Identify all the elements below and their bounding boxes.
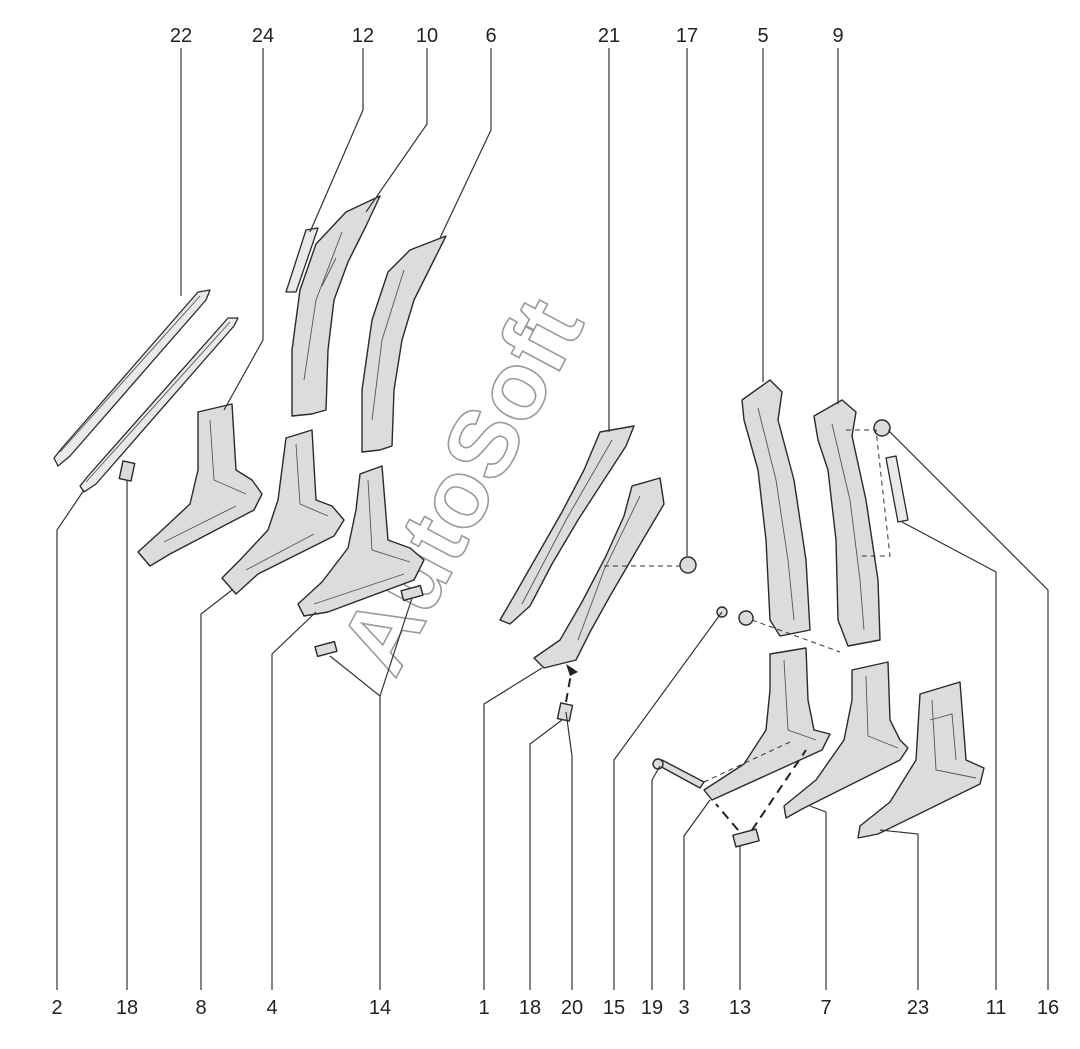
callout-18-left: 18 xyxy=(116,997,138,1019)
part-13-clip xyxy=(732,828,760,848)
part-4-lower-trim xyxy=(297,465,425,617)
callout-8: 8 xyxy=(195,997,206,1019)
part-16-clip xyxy=(873,419,891,437)
guide-16 xyxy=(846,429,891,557)
part-22-strip xyxy=(53,289,211,467)
part-6-pillar-trim xyxy=(361,235,447,453)
callout-7: 7 xyxy=(820,997,831,1019)
guide-19 xyxy=(703,741,791,783)
callouts-bottom: 2 18 8 4 14 1 18 20 15 19 3 13 7 23 11 1… xyxy=(51,997,1059,1019)
callout-3: 3 xyxy=(678,997,689,1019)
callout-10: 10 xyxy=(416,25,438,47)
part-10-pillar-trim xyxy=(291,195,381,417)
part-5-b-pillar xyxy=(741,379,811,637)
part-20-arrow xyxy=(565,667,573,703)
callout-14: 14 xyxy=(369,997,391,1019)
callout-4: 4 xyxy=(266,997,277,1019)
part-18-clip-left xyxy=(118,460,136,482)
callout-1: 1 xyxy=(478,997,489,1019)
part-15-fastener xyxy=(738,610,754,626)
guide-15 xyxy=(751,619,841,653)
part-18-clip-center xyxy=(556,702,574,722)
callout-6: 6 xyxy=(485,25,496,47)
callout-22: 22 xyxy=(170,25,192,47)
part-3-lower-trim xyxy=(703,647,831,801)
callout-21: 21 xyxy=(598,25,620,47)
callout-18-center: 18 xyxy=(519,997,541,1019)
callout-9: 9 xyxy=(832,25,843,47)
arrow-13-left xyxy=(715,803,739,831)
part-21-rail-trim xyxy=(499,425,635,625)
callout-17: 17 xyxy=(676,25,698,47)
callout-23: 23 xyxy=(907,997,929,1019)
part-2-strip xyxy=(79,317,239,493)
arrow-13-right xyxy=(751,749,807,831)
part-9-inner-pillar xyxy=(813,399,881,647)
callout-24: 24 xyxy=(252,25,274,47)
part-7-lower-trim xyxy=(783,661,909,819)
part-14-clip-b xyxy=(314,640,338,658)
callout-2: 2 xyxy=(51,997,62,1019)
part-11-strip xyxy=(885,455,909,523)
part-14-clip-a xyxy=(400,584,424,602)
part-1-front-trim xyxy=(533,477,665,669)
arrow-head-20 xyxy=(566,664,578,676)
callout-11: 11 xyxy=(986,997,1007,1019)
part-19-bolt xyxy=(652,758,705,789)
leader-lines xyxy=(56,48,1049,990)
callout-12: 12 xyxy=(352,25,374,47)
callout-13: 13 xyxy=(729,997,751,1019)
callout-19: 19 xyxy=(641,997,663,1019)
callout-16: 16 xyxy=(1037,997,1059,1019)
part-23-rear-trim xyxy=(857,681,985,839)
callout-15: 15 xyxy=(603,997,625,1019)
callouts-top: 22 24 12 10 6 21 17 5 9 xyxy=(170,25,844,47)
callout-5: 5 xyxy=(757,25,768,47)
part-17-clip xyxy=(679,556,697,574)
part-12-strip xyxy=(285,227,319,293)
part-8-trim-panel xyxy=(221,429,345,595)
part-24-trim-panel xyxy=(137,403,263,567)
callout-20: 20 xyxy=(561,997,583,1019)
